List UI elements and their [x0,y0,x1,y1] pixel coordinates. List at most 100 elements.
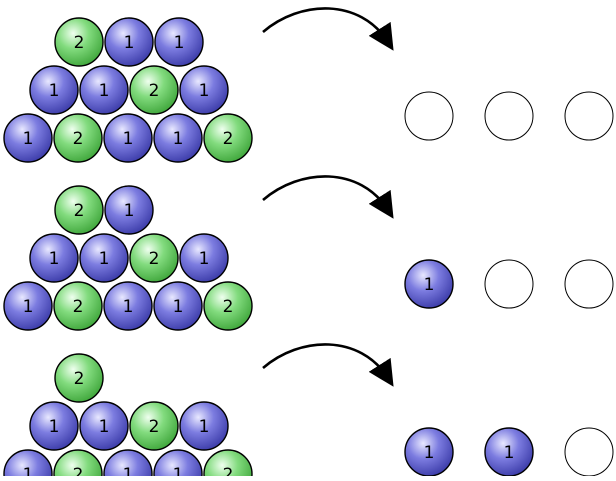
urn-ball-blue: 1 [3,449,53,481]
urn-ball-blue: 1 [179,65,229,115]
ball-circle [129,233,179,283]
ball-circle [404,259,454,309]
empty-slot [484,91,534,141]
ball-circle [29,233,79,283]
urn-ball-blue: 1 [103,449,153,481]
ball-number: 1 [173,465,184,476]
ball-number: 1 [173,129,184,149]
urn-ball-blue: 1 [153,449,203,481]
ball-number: 1 [23,465,34,476]
ball-number: 2 [73,465,84,476]
ball-circle [203,449,253,481]
ball-number: 2 [74,201,85,221]
ball-number: 2 [149,417,160,437]
ball-number: 1 [123,129,134,149]
ball-circle [103,281,153,331]
ball-circle [129,65,179,115]
ball-number: 1 [49,249,60,269]
drawn-ball: 1 [404,259,454,309]
urn-ball-blue: 1 [29,233,79,283]
ball-circle [153,113,203,163]
ball-circle [179,233,229,283]
urn-ball-green: 2 [54,185,104,235]
urn-ball-blue: 1 [104,185,154,235]
empty-slot [564,259,614,309]
ball-circle [179,65,229,115]
urn-ball-blue: 1 [3,281,53,331]
ball-circle [3,281,53,331]
empty-slot [564,427,614,477]
ball-circle [79,233,129,283]
ball-circle [103,113,153,163]
ball-circle [53,113,103,163]
ball-number: 1 [199,249,210,269]
urn-ball-green: 2 [53,113,103,163]
urn-ball-blue: 1 [3,113,53,163]
ball-number: 1 [123,297,134,317]
empty-slot [564,91,614,141]
ball-number: 2 [223,129,234,149]
urn-ball-blue: 1 [179,233,229,283]
ball-number: 1 [174,33,185,53]
ball-circle [54,353,104,403]
ball-number: 1 [49,417,60,437]
ball-number: 1 [124,33,135,53]
urn-ball-blue: 1 [103,113,153,163]
ball-number: 1 [99,81,110,101]
ball-number: 1 [504,443,515,463]
ball-number: 2 [149,249,160,269]
ball-circle [3,449,53,481]
ball-number: 1 [199,81,210,101]
urn-ball-green: 2 [53,449,103,481]
ball-circle [3,113,53,163]
drawn-slots [404,91,614,141]
drawn-ball: 1 [484,427,534,477]
ball-number: 1 [49,81,60,101]
urn-ball-blue: 1 [29,401,79,451]
urn-ball-green: 2 [203,113,253,163]
urn-ball-blue: 1 [29,65,79,115]
urn-ball-blue: 1 [154,17,204,67]
ball-number: 1 [124,201,135,221]
ball-circle [104,185,154,235]
ball-number: 2 [223,297,234,317]
urn-ball-green: 2 [203,281,253,331]
urn-ball-green: 2 [129,401,179,451]
ball-circle [54,17,104,67]
ball-circle [79,65,129,115]
ball-circle [103,449,153,481]
ball-number: 1 [23,129,34,149]
ball-number: 1 [199,417,210,437]
urn-ball-blue: 1 [179,401,229,451]
ball-number: 2 [74,33,85,53]
ball-number: 1 [99,249,110,269]
drawn-slots: 1 [404,259,614,309]
draw-arrow [262,7,394,51]
ball-circle [129,401,179,451]
ball-number: 2 [74,369,85,389]
ball-number: 2 [73,129,84,149]
urn-ball-green: 2 [129,233,179,283]
ball-number: 2 [73,297,84,317]
ball-circle [203,113,253,163]
ball-number: 1 [123,465,134,476]
urn-ball-green: 2 [203,449,253,481]
ball-circle [154,17,204,67]
ball-number: 1 [173,297,184,317]
draw-arrow [262,343,394,387]
draw-arrow [262,175,394,219]
urn-ball-blue: 1 [79,401,129,451]
ball-number: 1 [424,443,435,463]
ball-circle [29,65,79,115]
urn-ball-blue: 1 [79,233,129,283]
urn-ball-blue: 1 [103,281,153,331]
ball-circle [79,401,129,451]
ball-number: 2 [223,465,234,476]
empty-slot [404,91,454,141]
